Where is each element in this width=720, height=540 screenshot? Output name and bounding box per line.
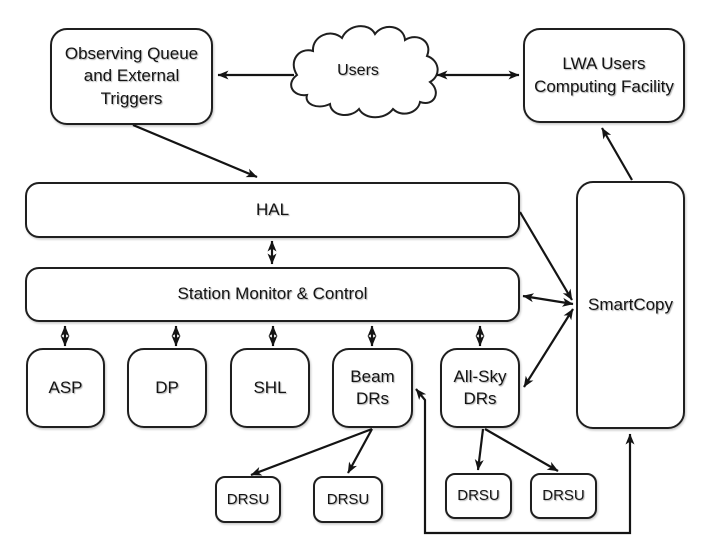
node-drsu-allsky-2: DRSU bbox=[530, 473, 597, 519]
node-hal-label: HAL bbox=[255, 199, 290, 219]
node-smartcopy: SmartCopy bbox=[576, 181, 685, 429]
edge-beam-drs-to-drsu-2 bbox=[347, 428, 373, 474]
node-drsu-allsky-2-label: DRSU bbox=[542, 487, 585, 505]
node-users-label: Users bbox=[337, 62, 379, 79]
node-observing-queue-label: Observing Queue and External Triggers bbox=[64, 44, 199, 108]
edge-allsky-drs-to-drsu-3 bbox=[474, 428, 485, 471]
node-allsky-drs: All-Sky DRs bbox=[440, 348, 520, 428]
node-allsky-drs-label: All-Sky DRs bbox=[453, 366, 507, 408]
node-asp: ASP bbox=[26, 348, 105, 428]
node-drsu-beam-2-label: DRSU bbox=[326, 490, 370, 508]
edge-smartcopy-beam-drs-bottom-route bbox=[415, 388, 635, 535]
node-drsu-allsky-1: DRSU bbox=[445, 473, 512, 519]
node-station-monitor-control: Station Monitor & Control bbox=[25, 267, 520, 322]
node-drsu-beam-1-label: DRSU bbox=[226, 490, 270, 508]
node-shl: SHL bbox=[230, 348, 310, 428]
node-observing-queue: Observing Queue and External Triggers bbox=[50, 28, 213, 125]
node-lwa-facility-label: LWA Users Computing Facility bbox=[534, 54, 674, 96]
edge-smc-smartcopy bbox=[522, 293, 574, 307]
users-cloud-shape bbox=[290, 25, 439, 119]
node-beam-drs-label: Beam DRs bbox=[350, 366, 395, 408]
edge-smartcopy-allsky-drs bbox=[523, 308, 574, 388]
node-hal: HAL bbox=[25, 182, 520, 238]
node-station-monitor-control-label: Station Monitor & Control bbox=[177, 284, 368, 304]
edge-smartcopy-to-lwa-facility bbox=[601, 127, 633, 181]
node-drsu-beam-2: DRSU bbox=[313, 476, 383, 523]
node-dp-label: DP bbox=[155, 377, 179, 397]
edge-allsky-drs-to-drsu-4 bbox=[484, 428, 559, 472]
node-asp-label: ASP bbox=[48, 377, 83, 397]
node-beam-drs: Beam DRs bbox=[332, 348, 413, 428]
node-drsu-allsky-1-label: DRSU bbox=[457, 487, 500, 505]
edge-observing-queue-to-hal bbox=[132, 123, 258, 179]
node-smartcopy-label: SmartCopy bbox=[587, 294, 674, 314]
node-lwa-facility: LWA Users Computing Facility bbox=[523, 28, 685, 123]
node-shl-label: SHL bbox=[253, 377, 287, 397]
edge-beam-drs-to-drsu-1 bbox=[250, 427, 373, 477]
node-drsu-beam-1: DRSU bbox=[215, 476, 281, 523]
edge-hal-to-smartcopy bbox=[519, 211, 573, 301]
node-dp: DP bbox=[127, 348, 207, 428]
